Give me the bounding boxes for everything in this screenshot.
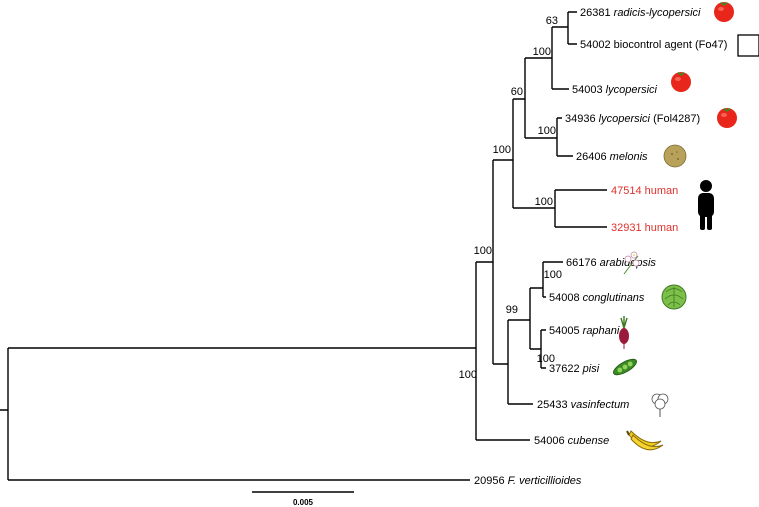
support-value: 60: [511, 86, 523, 98]
branch-arab-clade: [530, 261, 563, 298]
leaf-label: 54008 conglutinans: [549, 292, 645, 304]
arabidopsis-flower-icon: [623, 251, 640, 275]
tomato-icon: [714, 2, 734, 22]
support-value: 100: [538, 125, 556, 137]
banana-icon: [626, 430, 664, 451]
tomato-icon: [717, 108, 737, 128]
leaf-label: 54005 raphani: [549, 325, 620, 337]
leaf-labels: 26381 radicis-lycopersici 54002 biocontr…: [474, 7, 727, 487]
radish-icon: [619, 316, 629, 349]
leaf-label: 26406 melonis: [576, 151, 648, 163]
leaf-label: 54002 biocontrol agent (Fo47): [580, 39, 727, 51]
support-value: 100: [544, 269, 562, 281]
support-value: 100: [459, 369, 477, 381]
branch-lower: [493, 320, 533, 405]
scale-bar: 0.005: [252, 491, 354, 507]
branch-99: [508, 288, 531, 349]
branch-60: [513, 58, 526, 138]
melon-icon: [663, 144, 687, 168]
empty-box-icon: [737, 34, 759, 57]
pea-pod-icon: [613, 358, 637, 376]
leaf-label: 32931 human: [611, 222, 678, 234]
scale-bar-label: 0.005: [293, 498, 314, 507]
leaf-label: 34936 lycopersici (Fol4287): [565, 113, 700, 125]
support-value: 100: [533, 46, 551, 58]
tree-branches: [0, 11, 607, 481]
support-value: 99: [506, 304, 518, 316]
support-value: 100: [535, 196, 553, 208]
branch-root: [0, 348, 9, 480]
leaf-label: 26381 radicis-lycopersici: [580, 7, 701, 19]
branch-63: [552, 11, 577, 45]
cabbage-icon: [661, 284, 687, 310]
tomato-icon: [671, 72, 691, 92]
branch-human-clade: [513, 189, 607, 228]
support-value: 100: [474, 245, 492, 257]
leaf-label: 47514 human: [611, 185, 678, 197]
branch-lyco-clade: [525, 27, 569, 90]
cotton-icon: [651, 393, 669, 417]
leaf-label: 54006 cubense: [534, 435, 609, 447]
leaf-label: 66176 arabidopsis: [566, 257, 656, 269]
support-values: 63 100 60 100 100 100 100 100 99 100 100: [459, 15, 562, 381]
support-value: 100: [493, 144, 511, 156]
human-icon: [698, 180, 714, 230]
leaf-label: 54003 lycopersici: [572, 84, 658, 96]
leaf-label: 20956 F. verticillioides: [474, 475, 582, 487]
branch-raph-clade: [530, 329, 546, 369]
branch-melonis-clade: [525, 117, 573, 157]
leaf-label: 25433 vasinfectum: [537, 399, 629, 411]
support-value: 63: [546, 15, 558, 27]
leaf-label: 37622 pisi: [549, 363, 600, 375]
support-value: 100: [537, 353, 555, 365]
